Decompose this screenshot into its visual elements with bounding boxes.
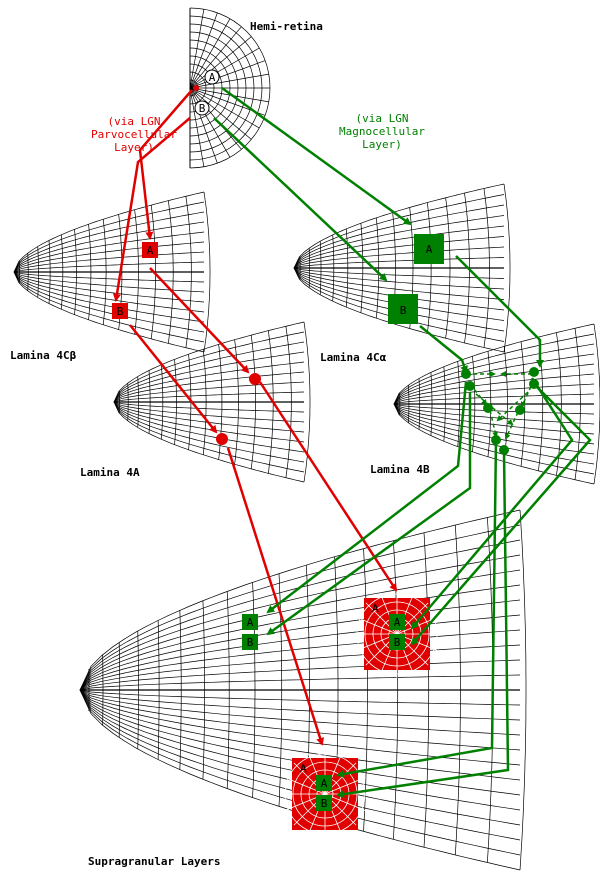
supra-patch-upper-label-a: A (372, 602, 379, 615)
svg-text:B: B (394, 636, 401, 649)
svg-text:A: A (321, 777, 328, 790)
lamina-4calpha-box-b: B (388, 294, 418, 324)
svg-text:A: A (426, 243, 433, 256)
svg-text:B: B (117, 305, 124, 318)
lamina-4b-grid (393, 323, 600, 485)
lamina-4calpha-grid (293, 183, 511, 353)
svg-text:(via LGN: (via LGN (108, 115, 161, 128)
retina-point-a: A (204, 69, 220, 85)
magno-arrow-retina-to-4ca-a (221, 86, 412, 226)
svg-text:A: A (147, 244, 154, 257)
lamina-4calpha-box-a: A (414, 234, 444, 264)
parvo-arrow-retina-to-4cb-b (112, 117, 191, 302)
retina-fovea-dot (193, 85, 199, 91)
label-lamina-4b: Lamina 4B (370, 463, 430, 476)
magno-arrow-4ca-to-4b-right (455, 255, 544, 368)
label-lamina-4calpha: Lamina 4Cα (320, 351, 387, 364)
lamina-4a-grid (113, 321, 311, 483)
parvo-arrow-4a-to-supra-upper (258, 381, 398, 592)
supra-patch-upper-box-a: A (389, 614, 405, 630)
svg-text:B: B (199, 102, 206, 115)
magno-label: (via LGN Magnocellular Layer) (339, 112, 425, 151)
magno-arrow-4b-to-supra-patch-b (410, 385, 592, 646)
svg-text:B: B (400, 304, 407, 317)
retina-point-b: B (194, 100, 210, 116)
svg-text:Layer): Layer) (114, 141, 154, 154)
svg-text:A: A (247, 616, 254, 629)
magno-arrow-4b-to-supra-lower-a (336, 439, 498, 778)
svg-text:A: A (394, 616, 401, 629)
supra-patch-lower-label-a: A (300, 762, 307, 775)
parvo-arrow-4cb-to-4a-upper (149, 267, 250, 374)
supra-patch-lower-box-b: B (316, 795, 332, 811)
lamina-4a-node-upper (249, 373, 261, 385)
label-lamina-4cbeta: Lamina 4Cβ (10, 349, 77, 362)
svg-text:A: A (209, 71, 216, 84)
label-supragranular: Supragranular Layers (88, 855, 220, 868)
lamina-4cbeta-box-a: A (142, 242, 158, 258)
lamina-4cbeta-grid (13, 191, 211, 353)
lamina-4a-node-lower (216, 433, 228, 445)
magno-pathway (213, 86, 592, 799)
magno-arrow-4b-to-supra-lower-b (336, 451, 510, 799)
supra-patch-upper-box-b: B (389, 634, 405, 650)
supra-red-patch-lower (281, 750, 369, 838)
svg-text:Parvocellular: Parvocellular (91, 128, 177, 141)
svg-text:B: B (321, 797, 328, 810)
magno-arrow-4b-to-supra-b (266, 392, 472, 636)
parvo-arrow-4cb-to-4a-lower (129, 324, 218, 434)
parvo-label: (via LGN Parvocellular Layer) (91, 115, 177, 154)
supra-patch-lower-box-a: A (316, 775, 332, 791)
svg-text:B: B (247, 636, 254, 649)
label-lamina-4a: Lamina 4A (80, 466, 140, 479)
supra-box-a-left: A (242, 614, 258, 630)
magno-arrow-4b-to-supra-a (266, 381, 468, 614)
lamina-4b-network (466, 371, 535, 440)
svg-text:(via LGN: (via LGN (356, 112, 409, 125)
hemi-retina-title: Hemi-retina (250, 20, 323, 33)
lamina-4cbeta-box-b: B (112, 303, 128, 319)
svg-text:Magnocellular: Magnocellular (339, 125, 425, 138)
magno-arrow-4ca-to-4b-left (419, 325, 468, 374)
svg-text:Layer): Layer) (362, 138, 402, 151)
parvo-arrow-4a-to-supra-lower (226, 447, 324, 746)
lamina-4b-nodes (461, 367, 539, 455)
parvo-arrow-retina-to-4cb-a (138, 89, 193, 240)
magno-arrow-retina-to-4ca-b (213, 117, 388, 282)
magno-arrow-4b-to-supra-patch-a (410, 377, 574, 630)
supra-box-b-left: B (242, 634, 258, 650)
parvo-pathway (112, 89, 398, 746)
